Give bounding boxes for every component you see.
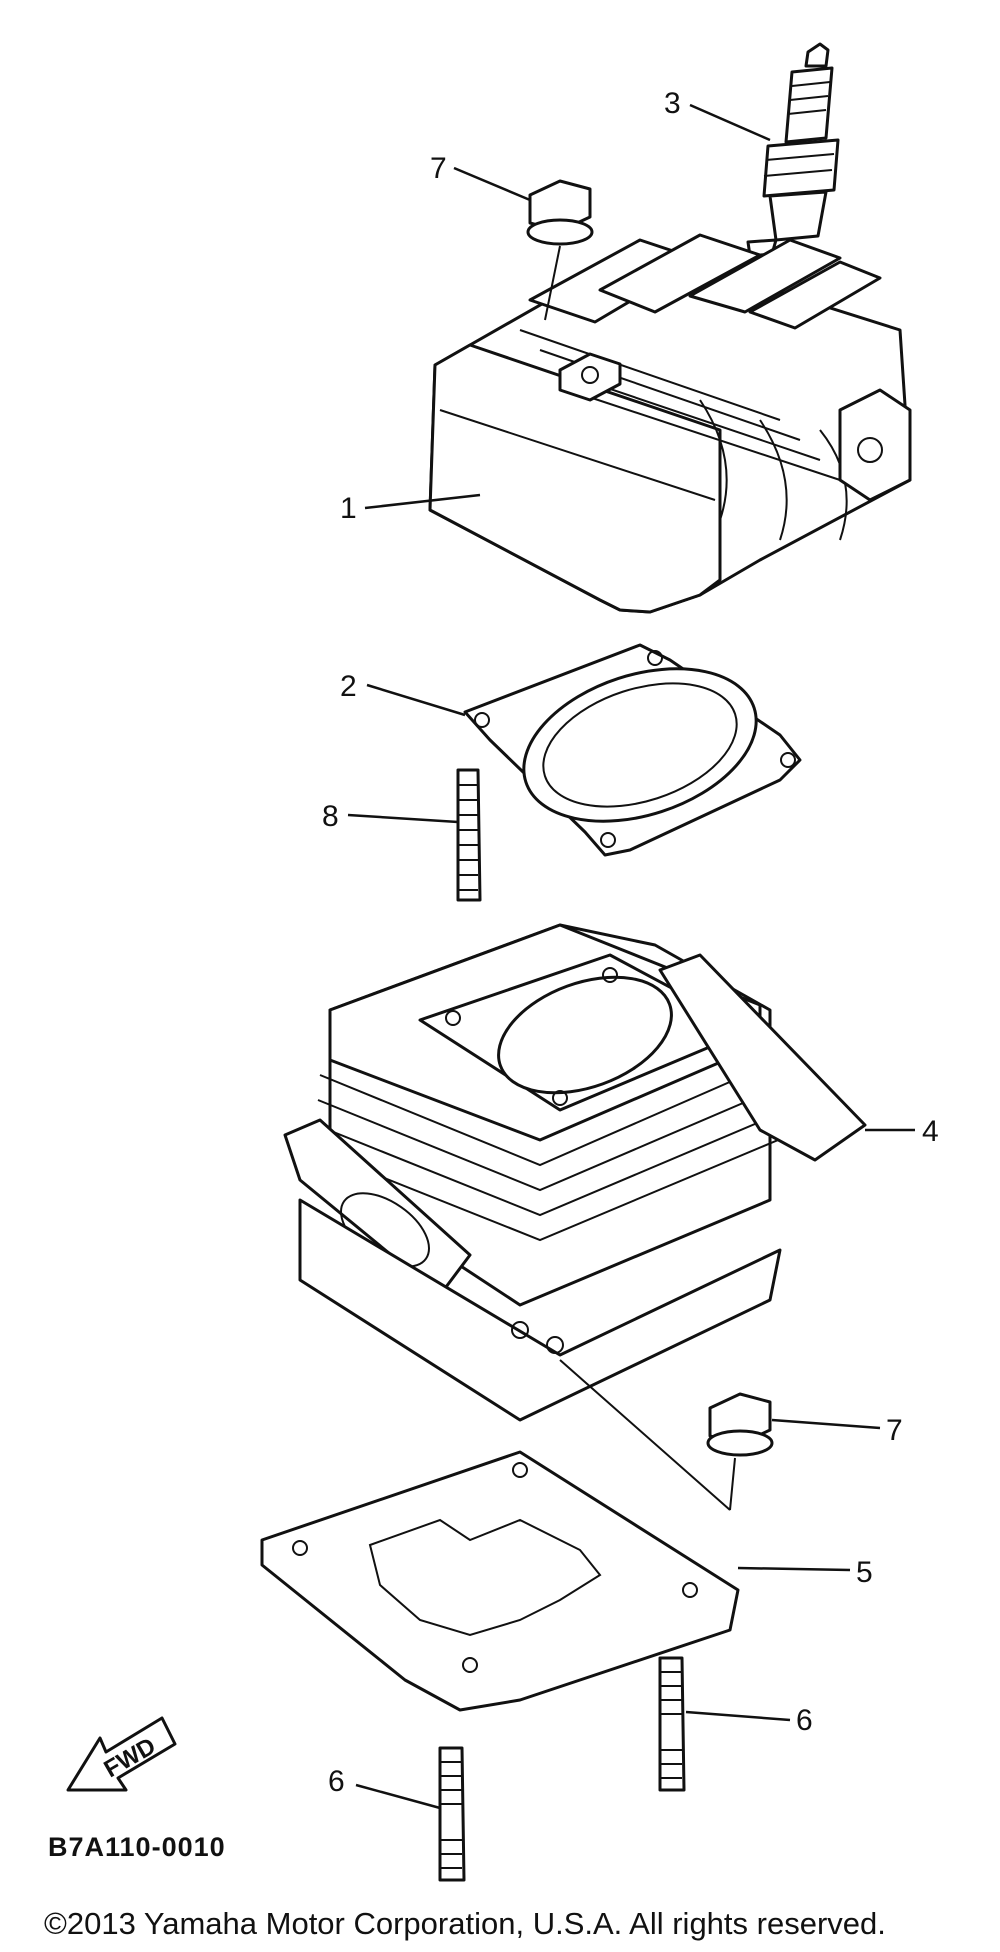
flange-nut-lower [559, 1359, 774, 1511]
leader-lines [347, 103, 915, 1810]
stud-bolt-8 [456, 768, 482, 902]
stud-bolt-6-right [658, 1656, 686, 1792]
spark-plug [746, 42, 840, 258]
callout-5: 5 [856, 1556, 873, 1589]
flange-nut-upper [526, 179, 594, 321]
callout-3: 3 [664, 87, 681, 120]
cylinder-base-gasket [260, 1450, 740, 1712]
callout-8: 8 [322, 800, 339, 833]
cylinder-head-gasket [463, 643, 802, 857]
callout-2: 2 [340, 670, 357, 703]
callout-7-upper: 7 [430, 152, 447, 185]
callout-6-right: 6 [796, 1704, 813, 1737]
callout-4: 4 [922, 1115, 939, 1148]
stud-bolt-6-left [438, 1746, 466, 1882]
callout-6-left: 6 [328, 1765, 345, 1798]
callout-1: 1 [340, 492, 357, 525]
callout-7-lower: 7 [886, 1414, 903, 1447]
forward-arrow-icon: FWD [66, 1716, 177, 1792]
cylinder [283, 923, 867, 1422]
diagram-reference-code: B7A110-0010 [48, 1832, 226, 1862]
copyright-notice: ©2013 Yamaha Motor Corporation, U.S.A. A… [44, 1906, 886, 1941]
cylinder-head [428, 233, 912, 614]
